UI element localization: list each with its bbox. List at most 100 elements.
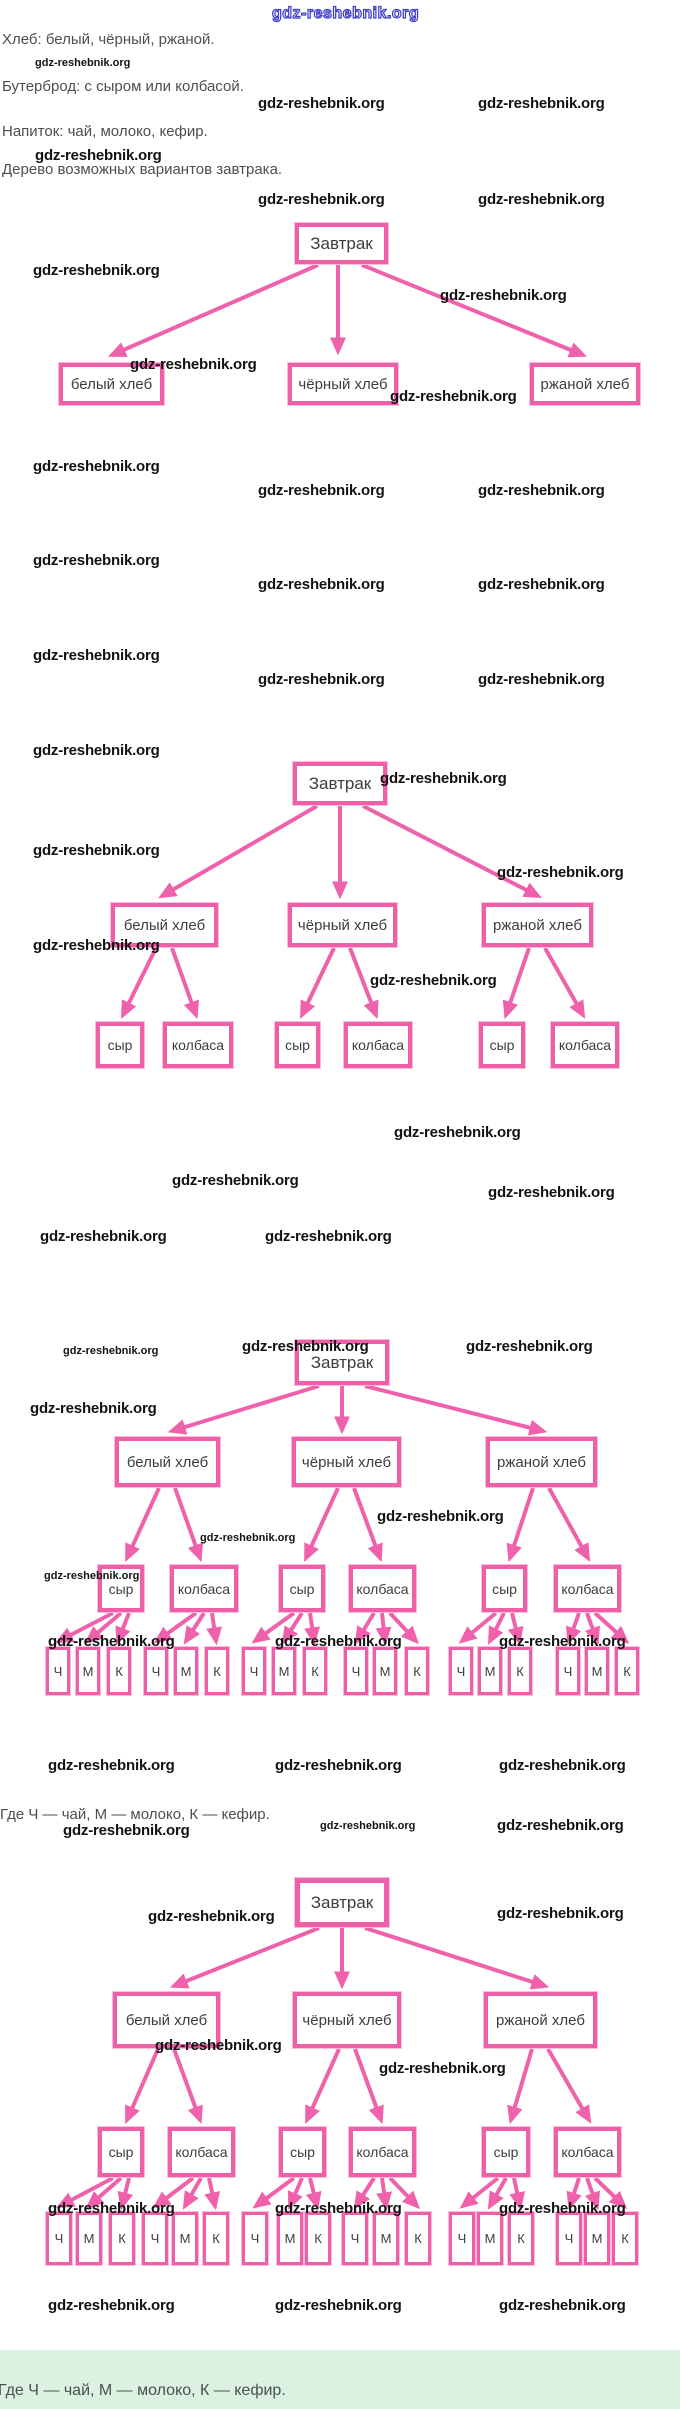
- tree4-drink-tea-node: Ч: [341, 2211, 369, 2266]
- tree3-drink-tea-node: Ч: [448, 1646, 474, 1696]
- site-watermark: gdz-reshebnik.org: [200, 1532, 296, 1544]
- site-watermark-blue: gdz-reshebnik.org: [271, 4, 420, 22]
- legend-line: Где Ч — чай, М — молоко, К — кефир.: [0, 1806, 270, 1823]
- tree3-drink-kefir-node: К: [614, 1646, 640, 1696]
- tree3-drink-milk-node: М: [271, 1646, 297, 1696]
- tree4-drink-milk-node: М: [276, 2211, 304, 2266]
- site-watermark: gdz-reshebnik.org: [478, 671, 605, 688]
- tree3-drink-kefir-node: К: [106, 1646, 132, 1696]
- site-watermark: gdz-reshebnik.org: [33, 647, 160, 664]
- tree3-sausage-node: колбаса: [169, 1564, 239, 1613]
- tree3-bread-black-node: чёрный хлеб: [291, 1436, 402, 1488]
- site-watermark: gdz-reshebnik.org: [33, 262, 160, 279]
- site-watermark: gdz-reshebnik.org: [242, 1338, 369, 1355]
- tree2-sausage-node: колбаса: [162, 1021, 234, 1069]
- tree3-bread-rye-node: ржаной хлеб: [485, 1436, 598, 1488]
- site-watermark: gdz-reshebnik.org: [478, 482, 605, 499]
- site-watermark: gdz-reshebnik.org: [44, 1570, 140, 1582]
- site-watermark: gdz-reshebnik.org: [478, 576, 605, 593]
- tree2-root-node: Завтрак: [292, 761, 388, 806]
- tree3-cheese-node: сыр: [278, 1564, 326, 1613]
- site-watermark: gdz-reshebnik.org: [258, 95, 385, 112]
- site-watermark: gdz-reshebnik.org: [275, 2200, 402, 2217]
- site-watermark: gdz-reshebnik.org: [33, 552, 160, 569]
- tree4-drink-tea-node: Ч: [45, 2211, 73, 2266]
- site-watermark: gdz-reshebnik.org: [40, 1228, 167, 1245]
- task-line-tree-title: Дерево возможных вариантов завтрака.: [2, 161, 283, 178]
- tree4-drink-kefir-node: К: [108, 2211, 136, 2266]
- site-watermark: gdz-reshebnik.org: [497, 864, 624, 881]
- tree3-drink-milk-node: М: [173, 1646, 199, 1696]
- tree3-sausage-node: колбаса: [348, 1564, 417, 1613]
- tree4-drink-kefir-node: К: [404, 2211, 432, 2266]
- tree4-drink-kefir-node: К: [611, 2211, 639, 2266]
- tree4-drink-tea-node: Ч: [141, 2211, 169, 2266]
- tree4-drink-tea-node: Ч: [448, 2211, 476, 2266]
- tree3-drink-milk-node: М: [75, 1646, 101, 1696]
- tree2-cheese-node: сыр: [95, 1021, 145, 1069]
- tree2-sausage-node: колбаса: [343, 1021, 413, 1069]
- tree3-cheese-node: сыр: [97, 1564, 145, 1613]
- tree4-sausage-node: колбаса: [348, 2126, 417, 2178]
- site-watermark: gdz-reshebnik.org: [390, 388, 517, 405]
- tree3-drink-kefir-node: К: [204, 1646, 230, 1696]
- site-watermark: gdz-reshebnik.org: [440, 287, 567, 304]
- tree3-root-node: Завтрак: [294, 1339, 390, 1386]
- tree3-drink-milk-node: М: [372, 1646, 398, 1696]
- tree4-drink-tea-node: Ч: [555, 2211, 583, 2266]
- tree4-drink-milk-node: М: [171, 2211, 199, 2266]
- site-watermark: gdz-reshebnik.org: [258, 191, 385, 208]
- tree3-drink-kefir-node: К: [302, 1646, 328, 1696]
- tree3-drink-tea-node: Ч: [343, 1646, 369, 1696]
- site-watermark: gdz-reshebnik.org: [172, 1172, 299, 1189]
- site-watermark: gdz-reshebnik.org: [394, 1124, 521, 1141]
- site-watermark: gdz-reshebnik.org: [155, 2037, 282, 2054]
- tree1-arrows: [107, 263, 588, 358]
- footer-legend: Где Ч — чай, М — молоко, К — кефир.: [0, 2382, 286, 2399]
- site-watermark: gdz-reshebnik.org: [48, 2297, 175, 2314]
- tree3-drink-tea-node: Ч: [555, 1646, 581, 1696]
- tree2-bread-black-node: чёрный хлеб: [287, 902, 398, 948]
- site-watermark: gdz-reshebnik.org: [63, 1822, 190, 1839]
- site-watermark: gdz-reshebnik.org: [33, 458, 160, 475]
- tree3-drink-milk-node: М: [477, 1646, 503, 1696]
- site-watermark: gdz-reshebnik.org: [35, 147, 162, 164]
- site-watermark: gdz-reshebnik.org: [48, 2200, 175, 2217]
- tree3-drink-tea-node: Ч: [241, 1646, 267, 1696]
- site-watermark: gdz-reshebnik.org: [30, 1400, 157, 1417]
- tree2-arrows: [121, 804, 586, 1020]
- tree4-root-node: Завтрак: [294, 1877, 390, 1928]
- tree4-sausage-node: колбаса: [553, 2126, 622, 2178]
- site-watermark: gdz-reshebnik.org: [499, 2200, 626, 2217]
- site-watermark: gdz-reshebnik.org: [33, 742, 160, 759]
- site-watermark: gdz-reshebnik.org: [48, 1757, 175, 1774]
- site-watermark: gdz-reshebnik.org: [466, 1338, 593, 1355]
- tree2-bread-rye-node: ржаной хлеб: [481, 902, 594, 948]
- site-watermark: gdz-reshebnik.org: [478, 191, 605, 208]
- site-watermark: gdz-reshebnik.org: [148, 1908, 275, 1925]
- tree4-bread-rye-node: ржаной хлеб: [483, 1991, 598, 2049]
- tree3-drink-tea-node: Ч: [45, 1646, 71, 1696]
- tree4-drink-milk-node: М: [583, 2211, 611, 2266]
- tree3-arrows: [55, 1384, 630, 1646]
- site-watermark: gdz-reshebnik.org: [130, 356, 257, 373]
- site-watermark: gdz-reshebnik.org: [35, 57, 131, 69]
- tree4-bread-white-node: белый хлеб: [112, 1991, 221, 2049]
- tree4-drink-kefir-node: К: [507, 2211, 535, 2266]
- site-watermark: gdz-reshebnik.org: [499, 1757, 626, 1774]
- tree4-drink-milk-node: М: [476, 2211, 504, 2266]
- site-watermark: gdz-reshebnik.org: [258, 482, 385, 499]
- tree3-bread-white-node: белый хлеб: [114, 1436, 221, 1488]
- tree3-cheese-node: сыр: [481, 1564, 528, 1613]
- site-watermark: gdz-reshebnik.org: [33, 842, 160, 859]
- tree3-drink-milk-node: М: [584, 1646, 610, 1696]
- site-watermark: gdz-reshebnik.org: [379, 2060, 506, 2077]
- site-watermark: gdz-reshebnik.org: [497, 1905, 624, 1922]
- site-watermark: gdz-reshebnik.org: [275, 1633, 402, 1650]
- task-line-sandwich: Бутерброд: с сыром или колбасой.: [2, 78, 244, 95]
- site-watermark: gdz-reshebnik.org: [499, 1633, 626, 1650]
- site-watermark: gdz-reshebnik.org: [488, 1184, 615, 1201]
- site-watermark: gdz-reshebnik.org: [478, 95, 605, 112]
